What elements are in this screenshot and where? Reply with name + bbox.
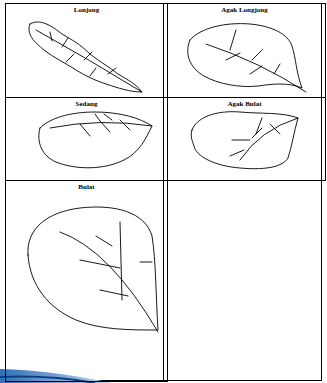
leaf-shape-cell: Agak Longjong <box>163 3 326 98</box>
corner-swoosh <box>0 369 112 383</box>
cell-heading: Bulat <box>6 181 167 191</box>
leaf-bulat <box>28 207 158 332</box>
cell-heading: Agak Bulat <box>164 98 325 108</box>
leaf-sedang <box>39 112 152 168</box>
cell-heading: Lonjong <box>6 4 167 14</box>
leaf-shape-cell: Agak Bulat <box>163 97 326 181</box>
cell-heading: Agak Longjong <box>164 4 325 14</box>
leaf-agak-longjong <box>188 24 306 92</box>
leaf-shape-cell: Lonjong <box>5 3 168 98</box>
leaf-agak-bulat <box>191 112 298 169</box>
cell-heading: Sedang <box>6 98 167 108</box>
leaf-shape-cell: Sedang <box>5 97 168 181</box>
leaf-shape-cell: Bulat <box>5 180 168 382</box>
leaf-lonjong <box>29 22 142 92</box>
